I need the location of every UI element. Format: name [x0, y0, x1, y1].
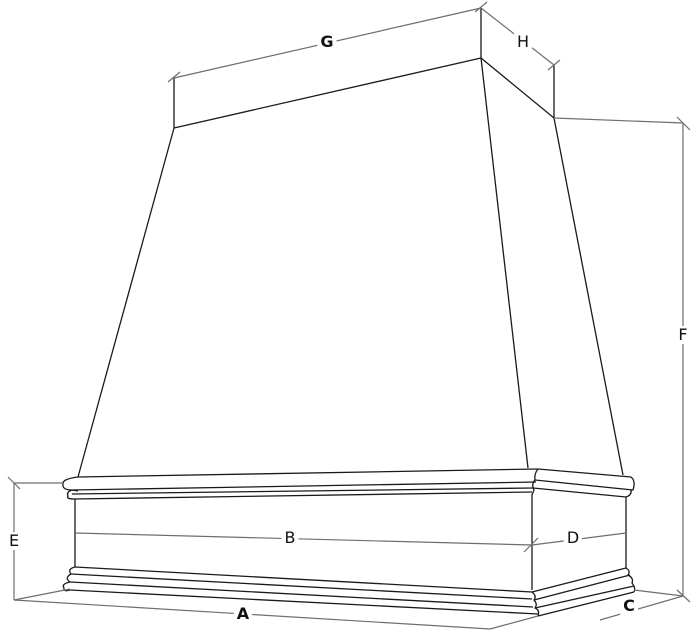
base-molding — [62, 566, 636, 617]
dimension-lines — [7, 1, 691, 630]
dimension-label-f: F — [675, 326, 691, 344]
crown-molding — [62, 468, 635, 500]
dimension-label-c: C — [620, 597, 638, 615]
dimension-label-b: B — [281, 529, 299, 547]
dimension-label-e: E — [5, 532, 23, 550]
dimension-label-a: A — [233, 605, 253, 623]
dimension-label-h: H — [513, 33, 533, 51]
hood-base — [74, 494, 627, 590]
dimension-label-d: D — [563, 529, 583, 547]
hood-canopy — [77, 8, 624, 478]
dimension-label-g: G — [317, 33, 337, 51]
